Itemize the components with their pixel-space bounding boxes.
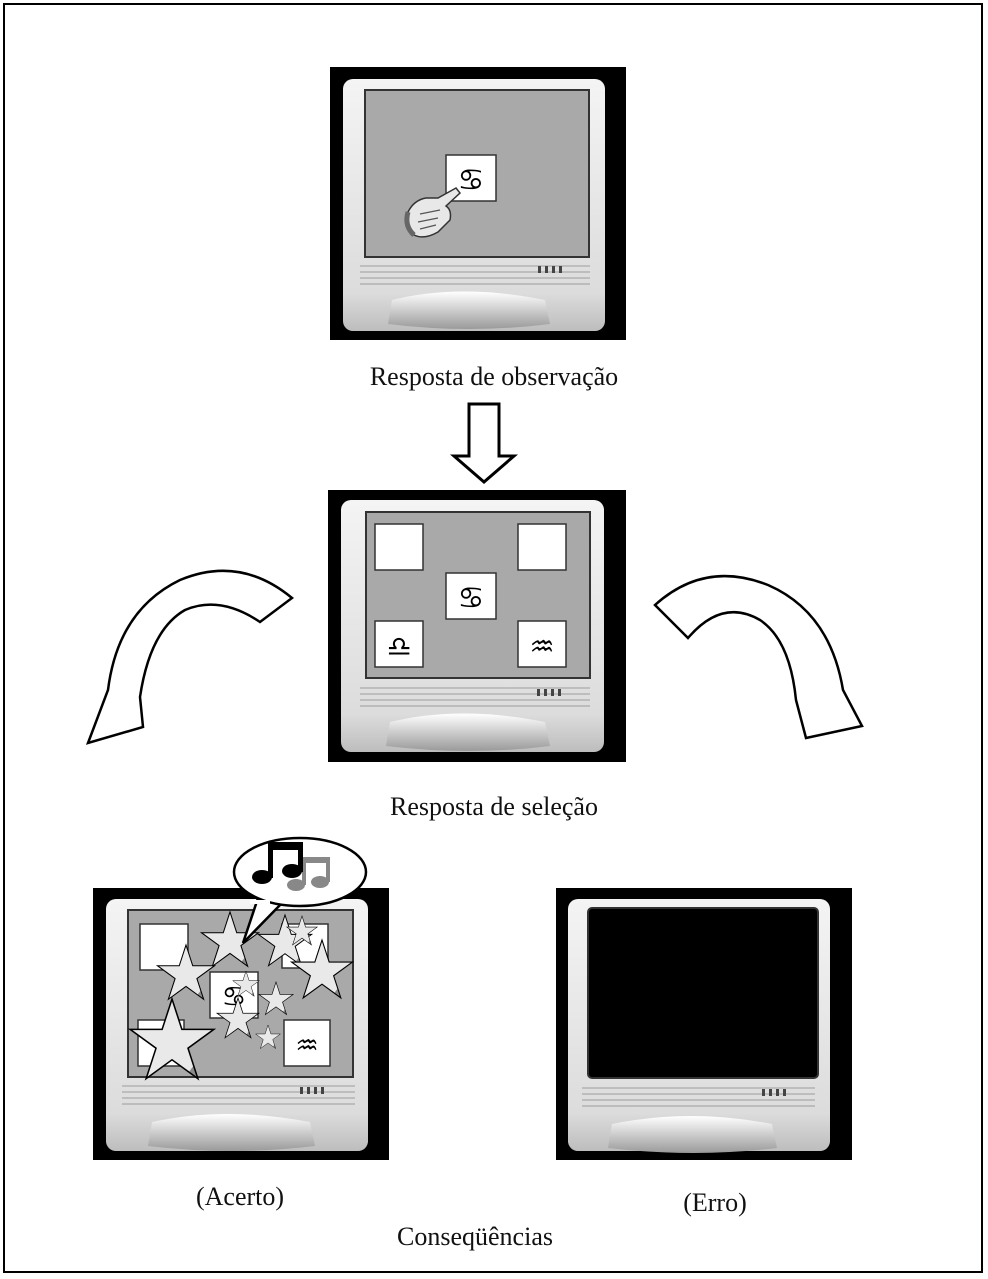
libra-card [374,620,424,668]
down-arrow-icon [449,402,519,484]
figure-frame [3,3,983,1273]
monitor-correct: ♋ ♒ [93,836,389,1160]
aquarius-card [283,1019,331,1067]
libra-symbol-icon: ♎ [386,630,411,663]
monitor-selection: ♋ ♎ ♒ [328,490,626,762]
consequences-caption: Conseqüências [397,1222,553,1251]
blank-comparison-card [374,523,424,571]
correct-caption: (Acerto) [195,1182,285,1211]
curved-arrow-right-icon [653,574,864,740]
sample-card [445,154,497,202]
monitor-observation: ♋ [330,67,626,340]
aquarius-symbol-icon: ♒ [295,1031,318,1061]
cancer-symbol-icon: ♋ [458,581,485,616]
monitor-error [556,888,852,1160]
blank-comparison-card [517,523,567,571]
black-screen [587,907,819,1079]
cancer-symbol-icon: ♋ [458,163,485,198]
curved-arrow-left-icon [85,569,295,745]
music-notes-icon [252,842,330,891]
sample-card [445,572,497,620]
screen [364,89,590,258]
error-caption: (Erro) [683,1188,747,1217]
observation-response-caption: Resposta de observação [369,362,619,391]
selection-response-caption: Resposta de seleção [390,792,598,821]
speech-bubble [232,836,368,944]
pointing-hand-icon [404,187,462,238]
aquarius-symbol-icon: ♒ [529,630,554,663]
aquarius-card [517,620,567,668]
